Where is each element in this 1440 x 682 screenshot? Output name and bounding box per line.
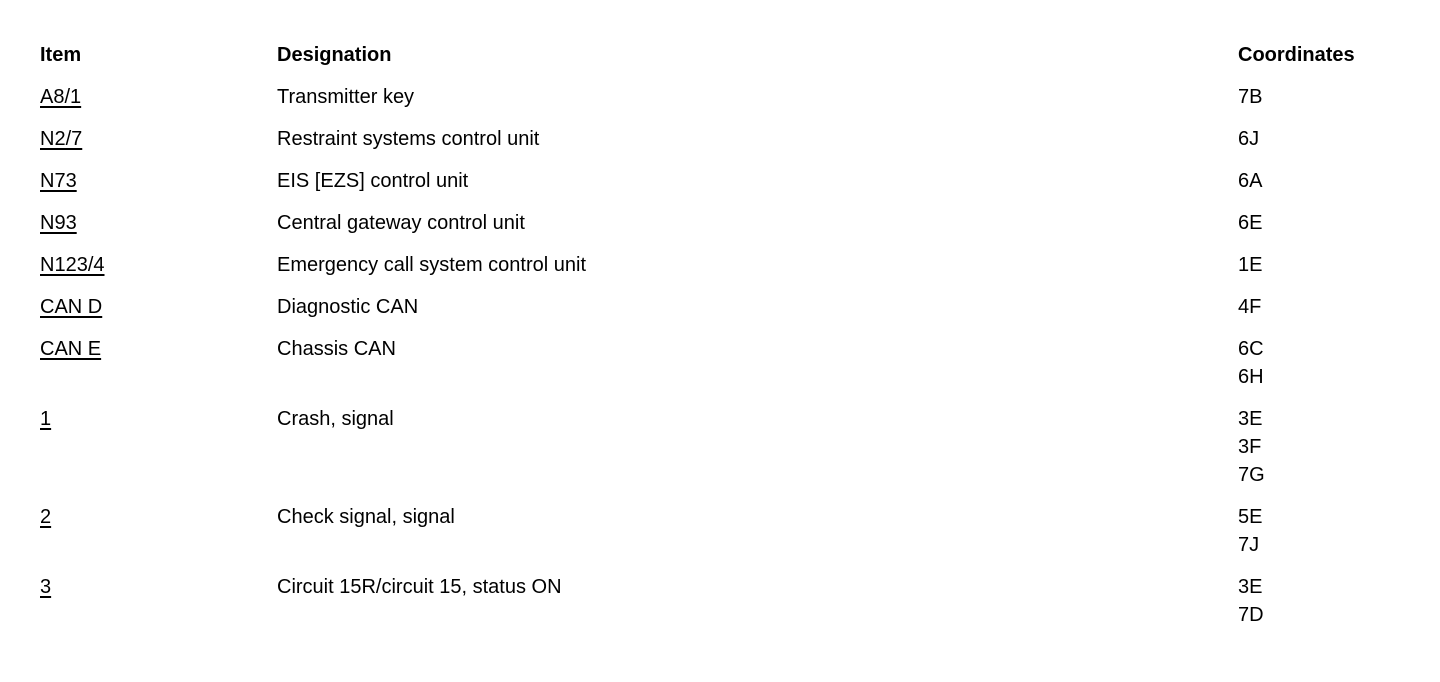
coordinates-cell: 6J bbox=[1238, 125, 1440, 153]
coordinates-cell: 4F bbox=[1238, 293, 1440, 321]
designation-text: EIS [EZS] control unit bbox=[277, 170, 469, 192]
coordinate-value: 6H bbox=[1238, 366, 1264, 388]
designation-text: Diagnostic CAN bbox=[277, 296, 419, 318]
coordinates-cell: 3E 3F 7G bbox=[1238, 405, 1440, 489]
designation-text: Transmitter key bbox=[277, 86, 415, 108]
table-row: 2 Check signal, signal 5E 7J bbox=[40, 503, 1440, 559]
coordinate-value: 7J bbox=[1238, 534, 1260, 556]
coordinate-value: 6C bbox=[1238, 338, 1264, 360]
coordinate-value: 1E bbox=[1238, 254, 1263, 276]
coordinate-value: 7G bbox=[1238, 464, 1265, 486]
table-row: CAN E Chassis CAN 6C 6H bbox=[40, 335, 1440, 391]
coordinates-cell: 6E bbox=[1238, 209, 1440, 237]
table-row: N123/4 Emergency call system control uni… bbox=[40, 251, 1440, 279]
item-link-n123-4[interactable]: N123/4 bbox=[40, 254, 105, 276]
item-link-n2-7[interactable]: N2/7 bbox=[40, 128, 83, 150]
column-header-designation: Designation bbox=[277, 44, 392, 66]
column-header-coordinates: Coordinates bbox=[1238, 44, 1355, 66]
table-row: N73 EIS [EZS] control unit 6A bbox=[40, 167, 1440, 195]
item-link-a8-1[interactable]: A8/1 bbox=[40, 86, 82, 108]
item-link-n93[interactable]: N93 bbox=[40, 212, 77, 234]
item-link-1[interactable]: 1 bbox=[40, 408, 52, 430]
coordinate-value: 5E bbox=[1238, 506, 1263, 528]
table-row: 1 Crash, signal 3E 3F 7G bbox=[40, 405, 1440, 489]
coordinates-cell: 6C 6H bbox=[1238, 335, 1440, 391]
table-row: 3 Circuit 15R/circuit 15, status ON 3E 7… bbox=[40, 573, 1440, 629]
table-row: N2/7 Restraint systems control unit 6J bbox=[40, 125, 1440, 153]
item-link-can-d[interactable]: CAN D bbox=[40, 296, 103, 318]
designation-text: Central gateway control unit bbox=[277, 212, 525, 234]
coordinate-value: 7B bbox=[1238, 86, 1263, 108]
designation-text: Check signal, signal bbox=[277, 506, 455, 528]
table-row: A8/1 Transmitter key 7B bbox=[40, 83, 1440, 111]
table-row: CAN D Diagnostic CAN 4F bbox=[40, 293, 1440, 321]
coordinate-value: 4F bbox=[1238, 296, 1262, 318]
coordinate-value: 6A bbox=[1238, 170, 1263, 192]
coordinates-cell: 7B bbox=[1238, 83, 1440, 111]
item-link-3[interactable]: 3 bbox=[40, 576, 52, 598]
coordinate-value: 7D bbox=[1238, 604, 1264, 626]
coordinates-cell: 1E bbox=[1238, 251, 1440, 279]
column-header-item: Item bbox=[40, 44, 82, 66]
item-link-n73[interactable]: N73 bbox=[40, 170, 77, 192]
designation-text: Circuit 15R/circuit 15, status ON bbox=[277, 576, 562, 598]
coordinate-value: 3E bbox=[1238, 408, 1263, 430]
table-row: N93 Central gateway control unit 6E bbox=[40, 209, 1440, 237]
designation-text: Restraint systems control unit bbox=[277, 128, 540, 150]
coordinate-value: 3F bbox=[1238, 436, 1262, 458]
coordinates-cell: 3E 7D bbox=[1238, 573, 1440, 629]
designation-text: Crash, signal bbox=[277, 408, 394, 430]
coordinate-value: 6E bbox=[1238, 212, 1263, 234]
legend-table: Item Designation Coordinates A8/1 Transm… bbox=[40, 41, 1440, 629]
coordinates-cell: 6A bbox=[1238, 167, 1440, 195]
item-link-can-e[interactable]: CAN E bbox=[40, 338, 102, 360]
coordinate-value: 6J bbox=[1238, 128, 1260, 150]
designation-text: Chassis CAN bbox=[277, 338, 396, 360]
coordinates-cell: 5E 7J bbox=[1238, 503, 1440, 559]
item-link-2[interactable]: 2 bbox=[40, 506, 52, 528]
table-header-row: Item Designation Coordinates bbox=[40, 41, 1440, 69]
designation-text: Emergency call system control unit bbox=[277, 254, 587, 276]
coordinate-value: 3E bbox=[1238, 576, 1263, 598]
